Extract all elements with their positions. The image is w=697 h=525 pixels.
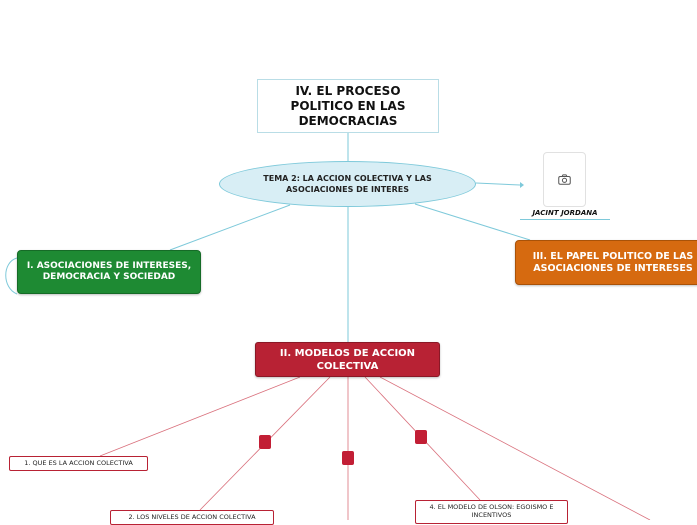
camera-icon	[558, 174, 571, 185]
link-topic-branch3	[414, 203, 531, 241]
link-b2-l1	[99, 376, 301, 457]
link-branch1-side	[5, 257, 18, 295]
leaf-niveles-accion-colectiva[interactable]: 2. LOS NIVELES DE ACCION COLECTIVA	[110, 510, 274, 525]
topic-node[interactable]: TEMA 2: LA ACCION COLECTIVA Y LAS ASOCIA…	[219, 161, 476, 207]
link-topic-branch1	[169, 204, 291, 251]
link-topic-photo	[475, 182, 521, 186]
leaf-modelo-olson[interactable]: 4. EL MODELO DE OLSON: EGOISMO E INCENTI…	[415, 500, 568, 524]
root-node[interactable]: IV. EL PROCESO POLITICO EN LAS DEMOCRACI…	[257, 79, 439, 133]
branch-papel-politico[interactable]: III. EL PAPEL POLITICO DE LAS ASOCIACION…	[515, 240, 697, 285]
author-label: JACINT JORDANA	[520, 209, 610, 220]
leaf-que-es-accion-colectiva[interactable]: 1. QUE ES LA ACCION COLECTIVA	[9, 456, 148, 471]
link-b2-l5	[379, 376, 651, 520]
image-placeholder[interactable]	[543, 152, 586, 207]
collapsed-node-marker[interactable]	[415, 430, 427, 444]
arrowhead	[520, 182, 524, 188]
branch-asociaciones[interactable]: I. ASOCIACIONES DE INTERESES, DEMOCRACIA…	[17, 250, 201, 294]
collapsed-node-marker[interactable]	[259, 435, 271, 449]
branch-modelos[interactable]: II. MODELOS DE ACCION COLECTIVA	[255, 342, 440, 377]
collapsed-node-marker[interactable]	[342, 451, 354, 465]
